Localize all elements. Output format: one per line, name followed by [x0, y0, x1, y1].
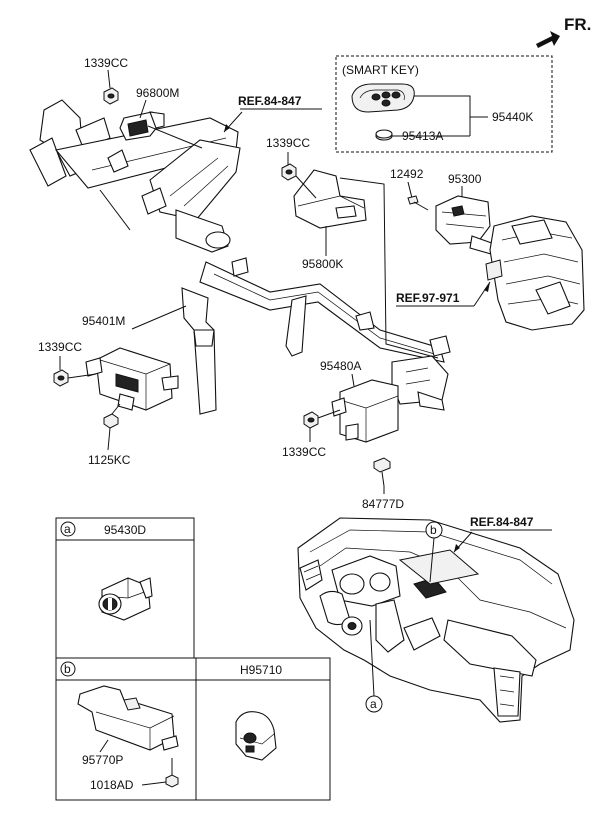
part-label-1339cc-mid: 1339CC	[266, 136, 310, 150]
front-arrow-icon	[536, 31, 560, 48]
cowl-cross-bar	[29, 99, 451, 415]
detail-b-panel: b H95710 95770P 1018AD	[55, 657, 331, 801]
part-label-12492: 12492	[390, 167, 424, 181]
nut-1339cc-lower	[303, 411, 319, 429]
part-label-95413a: 95413A	[402, 129, 443, 143]
nut-1339cc-top	[103, 87, 119, 105]
ref-label-dash: REF.84-847	[470, 515, 534, 529]
part-label-1018ad: 1018AD	[90, 778, 134, 792]
part-label-95430d: 95430D	[104, 523, 146, 537]
part-label-h95710: H95710	[240, 663, 282, 677]
hvac-unit	[485, 215, 585, 331]
module-96800m	[119, 111, 165, 141]
detail-b-marker-icon	[60, 661, 76, 677]
dashboard-illustration	[297, 517, 575, 723]
bolt-84777d	[373, 457, 391, 487]
detail-a-marker-icon	[60, 521, 76, 537]
key-cylinder-95430d	[98, 577, 153, 621]
module-95401m	[85, 347, 179, 411]
part-label-95440k: 95440K	[492, 110, 533, 124]
detail-a-panel: a 95430D	[55, 517, 195, 659]
ref-label-top: REF.84-847	[238, 94, 302, 108]
part-label-95401m: 95401M	[82, 314, 125, 328]
dash-marker-b: b	[430, 523, 437, 537]
bolt-12492	[407, 195, 429, 211]
dash-marker-a: a	[370, 697, 377, 711]
bolt-1125kc	[103, 403, 121, 429]
part-label-96800m: 96800M	[136, 86, 179, 100]
part-label-1339cc-top: 1339CC	[84, 56, 128, 70]
bolt-1018ad	[165, 758, 179, 788]
nut-1339cc-mid	[281, 163, 297, 181]
ref-label-hvac: REF.97-971	[396, 291, 460, 305]
sensor-h95710	[235, 711, 277, 761]
module-95770p	[77, 685, 179, 751]
module-95480a	[331, 379, 399, 443]
part-label-95770p: 95770P	[82, 753, 123, 767]
part-label-95800k: 95800K	[302, 257, 343, 271]
smart-key-fob-icon	[351, 83, 415, 113]
front-direction-indicator: FR.	[536, 15, 591, 48]
smart-key-title: (SMART KEY)	[342, 63, 419, 77]
fr-label: FR.	[564, 15, 591, 34]
part-label-1339cc-left: 1339CC	[38, 340, 82, 354]
nut-1339cc-left	[53, 369, 69, 387]
detail-a-marker: a	[64, 522, 71, 536]
part-label-84777d: 84777D	[362, 497, 404, 511]
detail-b-marker: b	[64, 662, 71, 676]
smart-key-dashed-box	[335, 55, 553, 153]
smart-key-group: (SMART KEY) 95440K 95413A	[335, 55, 553, 153]
module-95800k	[293, 169, 367, 229]
part-label-95300: 95300	[448, 172, 482, 186]
part-label-1339cc-lower: 1339CC	[282, 445, 326, 459]
coin-battery-icon	[375, 129, 393, 141]
part-label-95480a: 95480A	[320, 359, 361, 373]
part-label-1125kc: 1125KC	[88, 453, 131, 467]
